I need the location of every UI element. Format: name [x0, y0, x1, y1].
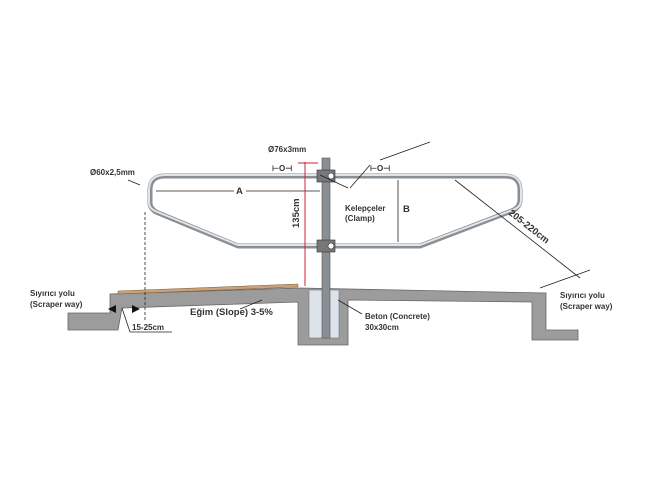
clamp-bottom: [316, 239, 336, 253]
small-clamp-right: ⊢O⊣: [370, 163, 390, 173]
dimension-a-label: A: [236, 186, 243, 197]
concrete-size-label: 30x30cm: [365, 323, 399, 332]
dimension-b-label: B: [403, 204, 410, 215]
slope-plank: [117, 283, 299, 295]
small-clamp-left: ⊢O⊣: [272, 163, 292, 173]
clamp-top: [316, 169, 336, 183]
scraper-way-left-en: (Scraper way): [30, 300, 83, 309]
length-label: 205-220cm: [506, 208, 551, 247]
scraper-way-right-tr: Sıyırıcı yolu: [560, 291, 605, 300]
slope-label: Eğim (Slope) 3-5%: [190, 307, 273, 318]
post-pipe-label: Ø76x3mm: [268, 145, 306, 154]
clamp-label-en: (Clamp): [345, 214, 375, 223]
concrete-label: Beton (Concrete): [365, 312, 430, 321]
scraper-way-left-tr: Sıyırıcı yolu: [30, 289, 75, 298]
edge-distance-label: 15-25cm: [132, 323, 164, 332]
length-dimension-line: [454, 179, 581, 279]
clamp-label-tr: Kelepçeler: [345, 204, 385, 213]
height-label: 135cm: [291, 198, 302, 228]
scraper-way-right-en: (Scraper way): [560, 302, 613, 311]
rail-pipe-label: Ø60x2,5mm: [90, 168, 135, 177]
